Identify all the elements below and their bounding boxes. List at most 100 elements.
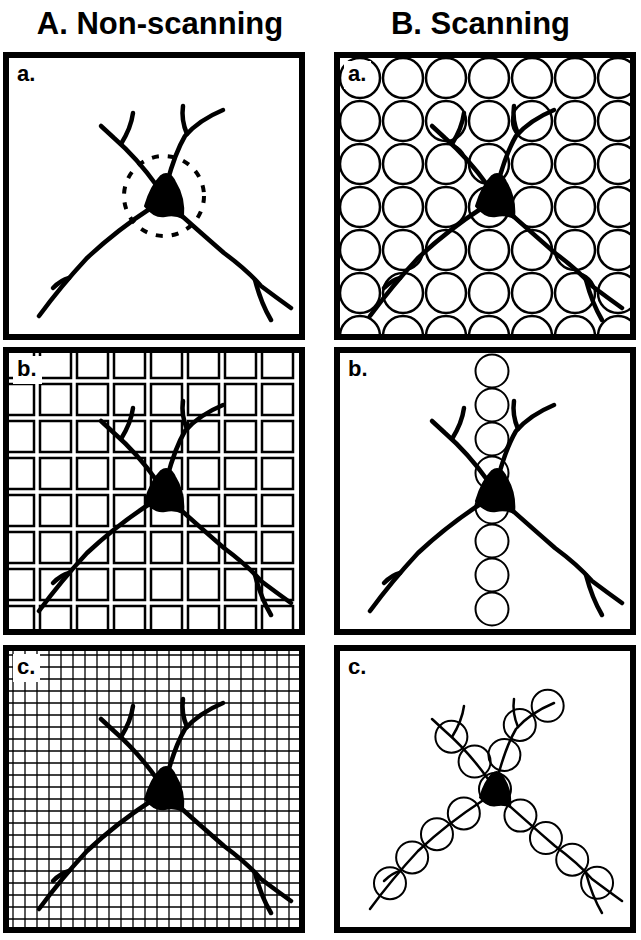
- grid-line: [9, 762, 299, 763]
- scan-spot: [383, 144, 423, 184]
- scan-spot: [598, 187, 630, 227]
- dendrite: [121, 706, 133, 737]
- grid-square: [188, 606, 219, 629]
- scan-spot: [476, 423, 509, 456]
- grid-line: [12, 651, 13, 927]
- neuron: [39, 106, 291, 320]
- scan-spot: [340, 187, 380, 227]
- scan-spot: [426, 316, 466, 334]
- dendrite: [514, 401, 519, 429]
- scan-spot: [476, 559, 509, 592]
- neuron-illustration: [9, 58, 299, 334]
- scan-spot: [555, 316, 595, 334]
- grid-square: [9, 569, 34, 600]
- scan-spot: [488, 739, 520, 771]
- scan-spot: [598, 144, 630, 184]
- soma: [145, 767, 183, 811]
- soma: [145, 469, 183, 513]
- soma: [476, 469, 514, 513]
- grid-square: [9, 495, 34, 526]
- grid-square: [262, 421, 293, 452]
- scan-spot: [374, 867, 406, 899]
- grid-line: [144, 651, 145, 927]
- grid-line: [9, 750, 299, 751]
- dotted-outline: [124, 156, 204, 236]
- grid-square: [9, 606, 34, 629]
- scan-spot: [512, 58, 552, 98]
- dendrite: [452, 113, 464, 144]
- dendrite: [504, 503, 622, 603]
- scan-spot: [383, 230, 423, 270]
- neuron-illustration: [9, 353, 299, 629]
- dendrite: [167, 703, 223, 776]
- scan-spot: [476, 355, 509, 388]
- scan-spot: [555, 101, 595, 141]
- dendrite: [255, 575, 271, 615]
- grid-line: [192, 651, 193, 927]
- scan-spot: [504, 800, 536, 832]
- grid-square: [188, 569, 219, 600]
- grid-line: [9, 726, 299, 727]
- dendrite: [183, 699, 188, 727]
- dendrite: [53, 278, 69, 288]
- dendrite: [514, 699, 519, 727]
- panel-box: b.: [3, 347, 305, 635]
- sampling-pattern: [9, 353, 293, 629]
- grid-line: [9, 810, 299, 811]
- scan-spot: [435, 721, 467, 753]
- dendrite: [173, 503, 291, 603]
- dendrite: [504, 801, 622, 901]
- scan-spot: [512, 273, 552, 313]
- grid-line: [9, 690, 299, 691]
- panel-label: b.: [13, 356, 42, 384]
- grid-square: [40, 353, 71, 378]
- scan-spot: [469, 101, 509, 141]
- scan-spot: [426, 58, 466, 98]
- panel-label: b.: [344, 356, 373, 384]
- scan-spot: [469, 273, 509, 313]
- grid-square: [188, 458, 219, 489]
- neuron: [39, 699, 291, 913]
- dendrite: [101, 719, 157, 779]
- grid-line: [276, 651, 277, 927]
- grid-square: [9, 384, 34, 415]
- scan-spot: [598, 58, 630, 98]
- neuron: [370, 401, 622, 615]
- scan-spot: [598, 101, 630, 141]
- grid-square: [9, 421, 34, 452]
- scan-spot: [598, 230, 630, 270]
- dendrite: [432, 421, 488, 481]
- dendrite: [504, 208, 622, 308]
- scan-spot: [532, 690, 564, 722]
- dendrite: [121, 113, 133, 144]
- scan-spot: [476, 389, 509, 422]
- scan-spot: [383, 316, 423, 334]
- scan-spot: [469, 316, 509, 334]
- scan-spot: [476, 593, 509, 626]
- grid-line: [9, 738, 299, 739]
- panel-label: a.: [13, 61, 40, 89]
- panel-label: c.: [13, 654, 40, 682]
- dendrite: [183, 401, 188, 429]
- grid-line: [48, 651, 49, 927]
- grid-line: [60, 651, 61, 927]
- neuron-illustration: [340, 353, 630, 629]
- soma: [476, 174, 514, 218]
- grid-square: [225, 606, 256, 629]
- dendrite: [53, 573, 69, 583]
- neuron-illustration: [9, 651, 299, 927]
- grid-square: [40, 384, 71, 415]
- grid-square: [9, 458, 34, 489]
- scan-spot: [340, 101, 380, 141]
- grid-square: [77, 353, 108, 378]
- dendrite: [370, 503, 482, 611]
- grid-square: [151, 569, 182, 600]
- grid-square: [151, 532, 182, 563]
- sampling-pattern: [340, 58, 630, 334]
- scan-spot: [383, 101, 423, 141]
- grid-line: [9, 918, 299, 919]
- neuron-illustration: [340, 58, 630, 334]
- grid-line: [9, 654, 299, 655]
- scan-spot: [340, 230, 380, 270]
- grid-square: [262, 353, 293, 378]
